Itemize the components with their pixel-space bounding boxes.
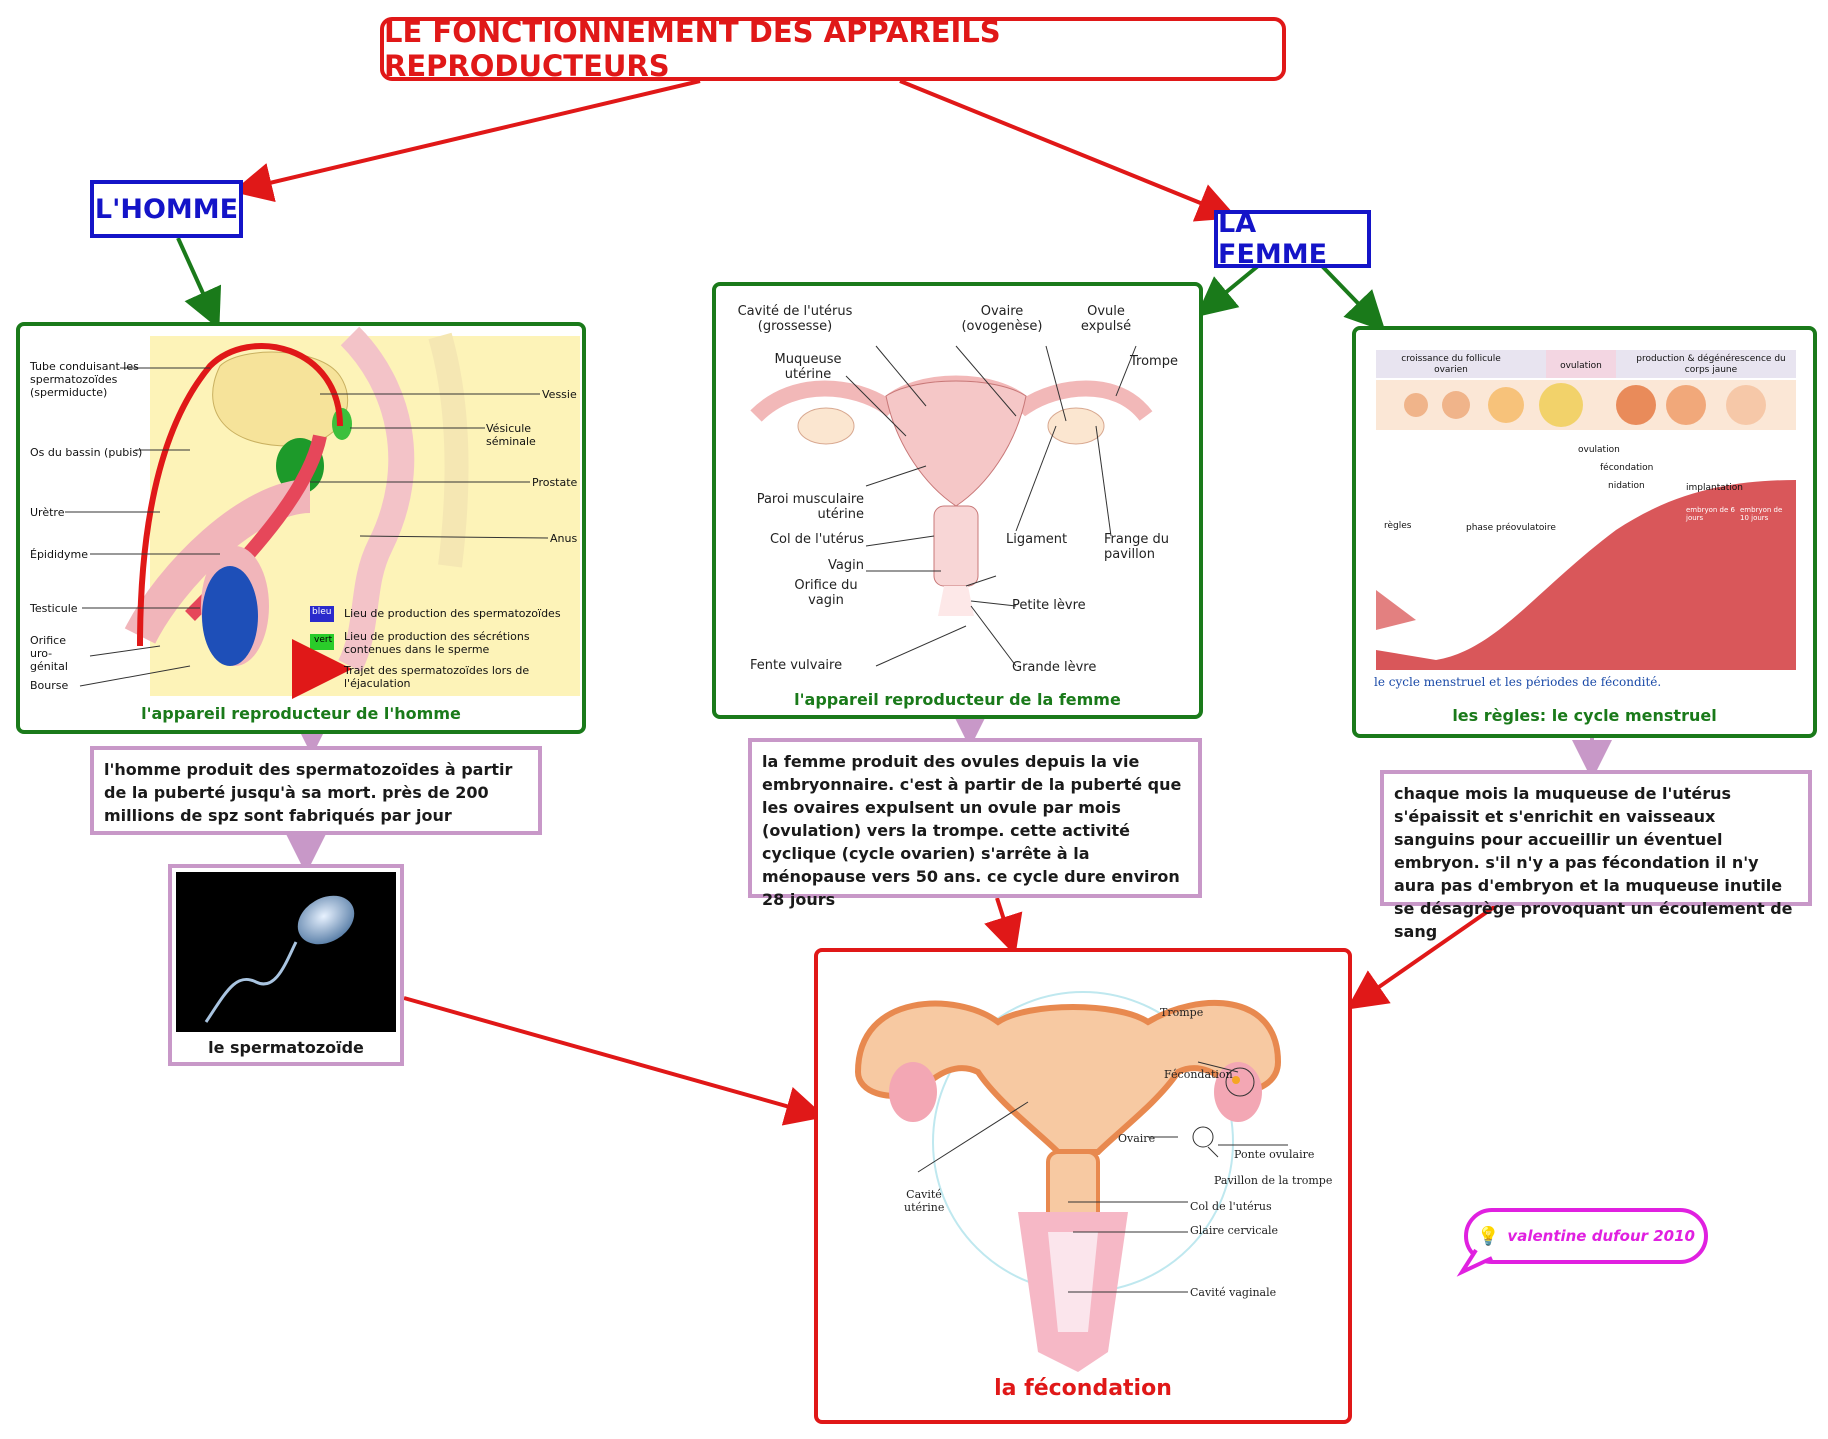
legend-vert-text: Lieu de production des sécrétions conten… (344, 630, 530, 656)
fec-label-cavite-vaginale: Cavité vaginale (1190, 1286, 1277, 1299)
fec-label-trompe: Trompe (1160, 1006, 1204, 1019)
male-label-anus: Anus (550, 532, 578, 545)
fecondation-illustration (854, 991, 1288, 1372)
fec-label-col: Col de l'utérus (1190, 1200, 1272, 1213)
cycle-label-ovulation: ovulation (1578, 445, 1620, 455)
arrow-title-femme (899, 79, 1238, 222)
male-label-vessie: Vessie (542, 388, 577, 401)
cycle-image-caption: le cycle menstruel et les périodes de fé… (1374, 675, 1662, 689)
cycle-text: chaque mois la muqueuse de l'utérus s'ép… (1380, 770, 1812, 941)
fec-label-ponte: Ponte ovulaire (1234, 1148, 1315, 1161)
female-anatomy-illustration (750, 345, 1153, 667)
sperm-illustration (204, 895, 355, 1023)
female-label-orifice: Orifice du vagin (794, 578, 858, 608)
arrow-femme-diagram (1195, 264, 1260, 318)
arrow-homme-diagram (176, 237, 222, 330)
male-label-uretre: Urètre (30, 506, 65, 519)
homme-text: l'homme produit des spermatozoïdes à par… (90, 746, 542, 835)
cycle-label-regles: règles (1384, 521, 1412, 531)
cycle-label-embryon-10: embryon de 10 jours (1740, 506, 1783, 522)
arrow-title-homme (232, 79, 701, 203)
fec-label-cavite-uterine: Cavité utérine (904, 1188, 945, 1214)
homme-label: L'HOMME (90, 180, 243, 238)
signature-bubble: 💡 valentine dufour 2010 (1464, 1208, 1708, 1264)
femme-label: LA FEMME (1214, 208, 1371, 270)
page-title: LE FONCTIONNEMENT DES APPAREILS REPRODUC… (380, 15, 1286, 83)
menstrual-cycle-illustration (1376, 350, 1796, 670)
legend-vert-tag: vert (314, 635, 333, 645)
male-label-spermiducte: Tube conduisant les spermatozoïdes (sper… (30, 360, 139, 399)
arrow-cycle-fecondation (1346, 903, 1499, 1010)
female-label-cavite: Cavité de l'utérus (grossesse) (737, 304, 853, 334)
female-label-petite-levre: Petite lèvre (1012, 598, 1086, 613)
sperm-box: le spermatozoïde (168, 864, 404, 1066)
female-diagram-box: Cavité de l'utérus (grossesse) Muqueuse … (712, 282, 1203, 719)
sperm-image (176, 872, 396, 1032)
sperm-caption: le spermatozoïde (208, 1038, 364, 1057)
female-label-muqueuse: Muqueuse utérine (774, 352, 842, 382)
cycle-label-preovulatoire: phase préovulatoire (1466, 523, 1556, 533)
fecondation-caption: la fécondation (994, 1376, 1172, 1401)
arrow-femme-fecondation (984, 897, 1023, 956)
cycle-header-ovulation: ovulation (1560, 361, 1602, 371)
female-label-paroi: Paroi musculaire utérine (756, 492, 864, 522)
cycle-label-implantation: implantation (1686, 483, 1743, 493)
female-label-fente: Fente vulvaire (750, 658, 843, 673)
cycle-header-corps-jaune: production & dégénérescence du corps jau… (1636, 354, 1786, 375)
cycle-box: croissance du follicule ovarien ovulatio… (1352, 326, 1817, 738)
female-label-ovule: Ovule expulsé (1080, 304, 1132, 334)
female-label-trompe: Trompe (1130, 354, 1178, 369)
legend-bleu-text: Lieu de production des spermatozoïdes (344, 607, 561, 620)
female-label-col: Col de l'utérus (769, 532, 864, 547)
arrow-femme-cycle (1320, 264, 1386, 332)
fec-label-fecondation: Fécondation (1164, 1068, 1233, 1081)
female-label-grande-levre: Grande lèvre (1012, 660, 1097, 675)
fec-label-glaire: Glaire cervicale (1190, 1224, 1279, 1237)
fecondation-box: Trompe Fécondation Ovaire Ponte ovulaire… (814, 948, 1352, 1424)
male-diagram-caption: l'appareil reproducteur de l'homme (141, 704, 461, 723)
cycle-label-fecondation: fécondation (1600, 463, 1654, 473)
male-label-prostate: Prostate (532, 476, 578, 489)
signature-text: valentine dufour 2010 (1507, 1227, 1695, 1245)
cycle-label-embryon-6: embryon de 6 jours (1686, 506, 1735, 522)
legend-bleu-tag: bleu (312, 607, 332, 617)
fec-label-pavillon: Pavillon de la trompe (1214, 1174, 1333, 1187)
male-diagram-box: Tube conduisant les spermatozoïdes (sper… (16, 322, 586, 734)
female-diagram-caption: l'appareil reproducteur de la femme (794, 690, 1121, 709)
cycle-header-croissance: croissance du follicule ovarien (1401, 354, 1501, 375)
female-label-vagin: Vagin (828, 558, 864, 573)
female-label-frange: Frange du pavillon (1104, 532, 1169, 562)
male-label-vesicule: Vésicule séminale (486, 422, 536, 448)
male-label-bourse: Bourse (30, 679, 69, 692)
female-label-ligament: Ligament (1006, 532, 1068, 547)
lightbulb-icon: 💡 (1477, 1225, 1500, 1247)
femme-text: la femme produit des ovules depuis la vi… (748, 738, 1202, 909)
cycle-label-nidation: nidation (1608, 481, 1645, 491)
female-label-ovaire: Ovaire (ovogenèse) (961, 304, 1043, 334)
male-label-epididyme: Épididyme (30, 548, 89, 561)
male-label-orifice: Orifice uro-génital (30, 634, 68, 673)
male-label-pubis: Os du bassin (pubis) (30, 446, 143, 459)
male-anatomy-illustration (65, 326, 580, 699)
arrow-sperm-fecondation (403, 996, 826, 1126)
male-label-testicule: Testicule (30, 602, 78, 615)
fec-label-ovaire: Ovaire (1118, 1132, 1156, 1145)
cycle-caption: les règles: le cycle menstruel (1452, 706, 1717, 725)
legend-fleche-text: Trajet des spermatozoïdes lors de l'éjac… (344, 664, 530, 690)
